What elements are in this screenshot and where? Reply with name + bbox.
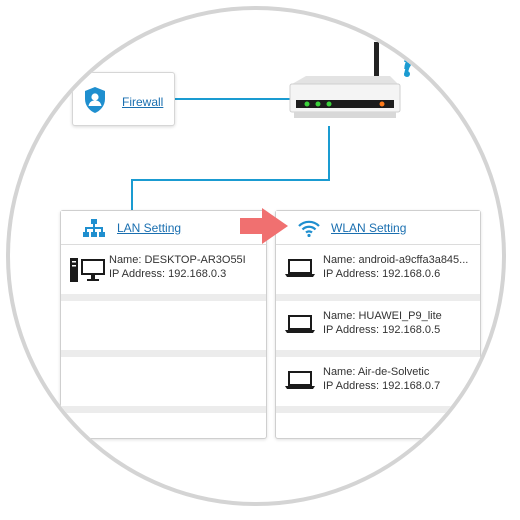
router-icon [289,42,429,118]
network-map: Firewall [10,10,502,502]
wlan-device-row[interactable]: Name: Air-de-Solvetic IP Address: 192.16… [276,357,480,413]
wlan-device-info: Name: HUAWEI_P9_lite IP Address: 192.168… [323,309,442,337]
network-icon [83,219,105,242]
router-lan-line [131,126,330,211]
wlan-device-row[interactable]: Name: HUAWEI_P9_lite IP Address: 192.168… [276,301,480,357]
device-name: Name: Air-de-Solvetic [323,366,430,378]
wlan-panel-header: WLAN Setting [276,211,480,245]
wlan-panel: WLAN Setting Name: android-a9cffa3a845..… [275,210,481,439]
device-ip: IP Address: 192.168.0.6 [323,268,441,280]
wlan-device-row[interactable]: Name: android-a9cffa3a845... IP Address:… [276,245,480,301]
device-name: Name: DESKTOP-AR3O55I [109,254,246,266]
connection-lines [131,98,330,211]
arrow-right-icon [240,208,288,249]
lan-setting-link[interactable]: LAN Setting [117,221,182,235]
firewall-node[interactable]: Firewall [72,72,175,126]
wlan-setting-link[interactable]: WLAN Setting [331,221,407,235]
lan-device-row[interactable]: Name: DESKTOP-AR3O55I IP Address: 192.16… [61,245,266,301]
lan-panel-header: LAN Setting [61,211,266,245]
device-ip: IP Address: 192.168.0.7 [323,380,441,392]
device-name: Name: android-a9cffa3a845... [323,254,469,266]
lan-panel: LAN Setting Name: DESKTOP-AR3O55I [60,210,267,439]
lan-device-info: Name: DESKTOP-AR3O55I IP Address: 192.16… [109,253,246,281]
laptop-icon [285,258,315,283]
device-ip: IP Address: 192.168.0.3 [109,268,227,280]
laptop-icon [285,314,315,339]
circular-frame: Firewall [6,6,506,506]
laptop-icon [285,370,315,395]
wlan-device-info: Name: Air-de-Solvetic IP Address: 192.16… [323,365,440,393]
empty-row [61,357,266,413]
device-ip: IP Address: 192.168.0.5 [323,324,441,336]
device-name: Name: HUAWEI_P9_lite [323,310,442,322]
empty-row [61,301,266,357]
shield-user-icon [83,86,107,119]
desktop-computer-icon [70,258,106,287]
firewall-link[interactable]: Firewall [122,95,164,109]
wlan-device-info: Name: android-a9cffa3a845... IP Address:… [323,253,468,281]
router-node[interactable] [286,42,436,137]
wifi-icon [298,219,320,242]
